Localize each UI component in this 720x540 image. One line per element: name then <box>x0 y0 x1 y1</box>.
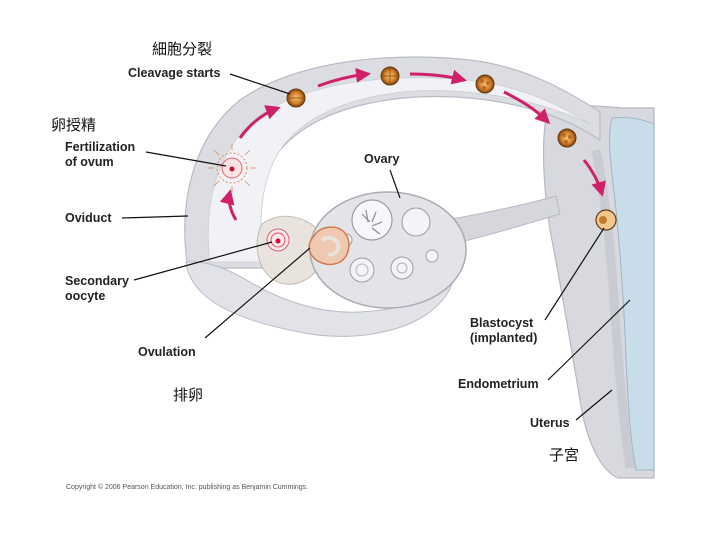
oviduct-lumen <box>207 77 591 263</box>
label-fertilization: Fertilization <box>65 140 136 154</box>
label-blastocyst: Blastocyst <box>470 316 534 330</box>
ovary-follicle <box>401 207 431 237</box>
label-cleavage-chinese: 細胞分裂 <box>152 40 213 58</box>
label-oviduct: Oviduct <box>65 211 112 225</box>
embryo-late-morula <box>557 128 577 148</box>
label-endometrium: Endometrium <box>458 377 539 391</box>
blastocyst <box>595 209 617 231</box>
label-of-ovum: of ovum <box>65 155 114 169</box>
cleavage-embryo <box>286 88 306 108</box>
ovary-follicle <box>390 256 414 280</box>
label-secondary: Secondary <box>65 274 129 288</box>
copyright-text: Copyright © 2006 Pearson Education, Inc.… <box>66 484 309 491</box>
label-uterus-chinese: 子宮 <box>549 446 580 464</box>
label-ovulation: Ovulation <box>138 345 196 359</box>
label-cleavage-starts: Cleavage starts <box>128 66 221 80</box>
ovary-follicle <box>425 249 439 263</box>
label-ovulation-chinese: 排卵 <box>173 386 204 404</box>
uterine-cavity <box>608 117 655 471</box>
embryo-morula <box>475 74 495 94</box>
secondary-oocyte <box>266 228 290 252</box>
ovarian-ligament <box>445 195 561 245</box>
ovary-follicle <box>349 257 375 283</box>
leader-lines <box>121 73 631 421</box>
label-implanted: (implanted) <box>470 331 538 345</box>
ruptured-follicle <box>308 226 350 266</box>
label-ovary: Ovary <box>364 152 400 166</box>
movement-arrows <box>219 67 606 221</box>
ovary-follicle <box>351 199 393 241</box>
label-uterus: Uterus <box>530 416 570 430</box>
label-fertilization-chinese: 卵授精 <box>51 116 97 134</box>
embryo-4-cell <box>380 66 400 86</box>
label-oocyte: oocyte <box>65 289 106 303</box>
